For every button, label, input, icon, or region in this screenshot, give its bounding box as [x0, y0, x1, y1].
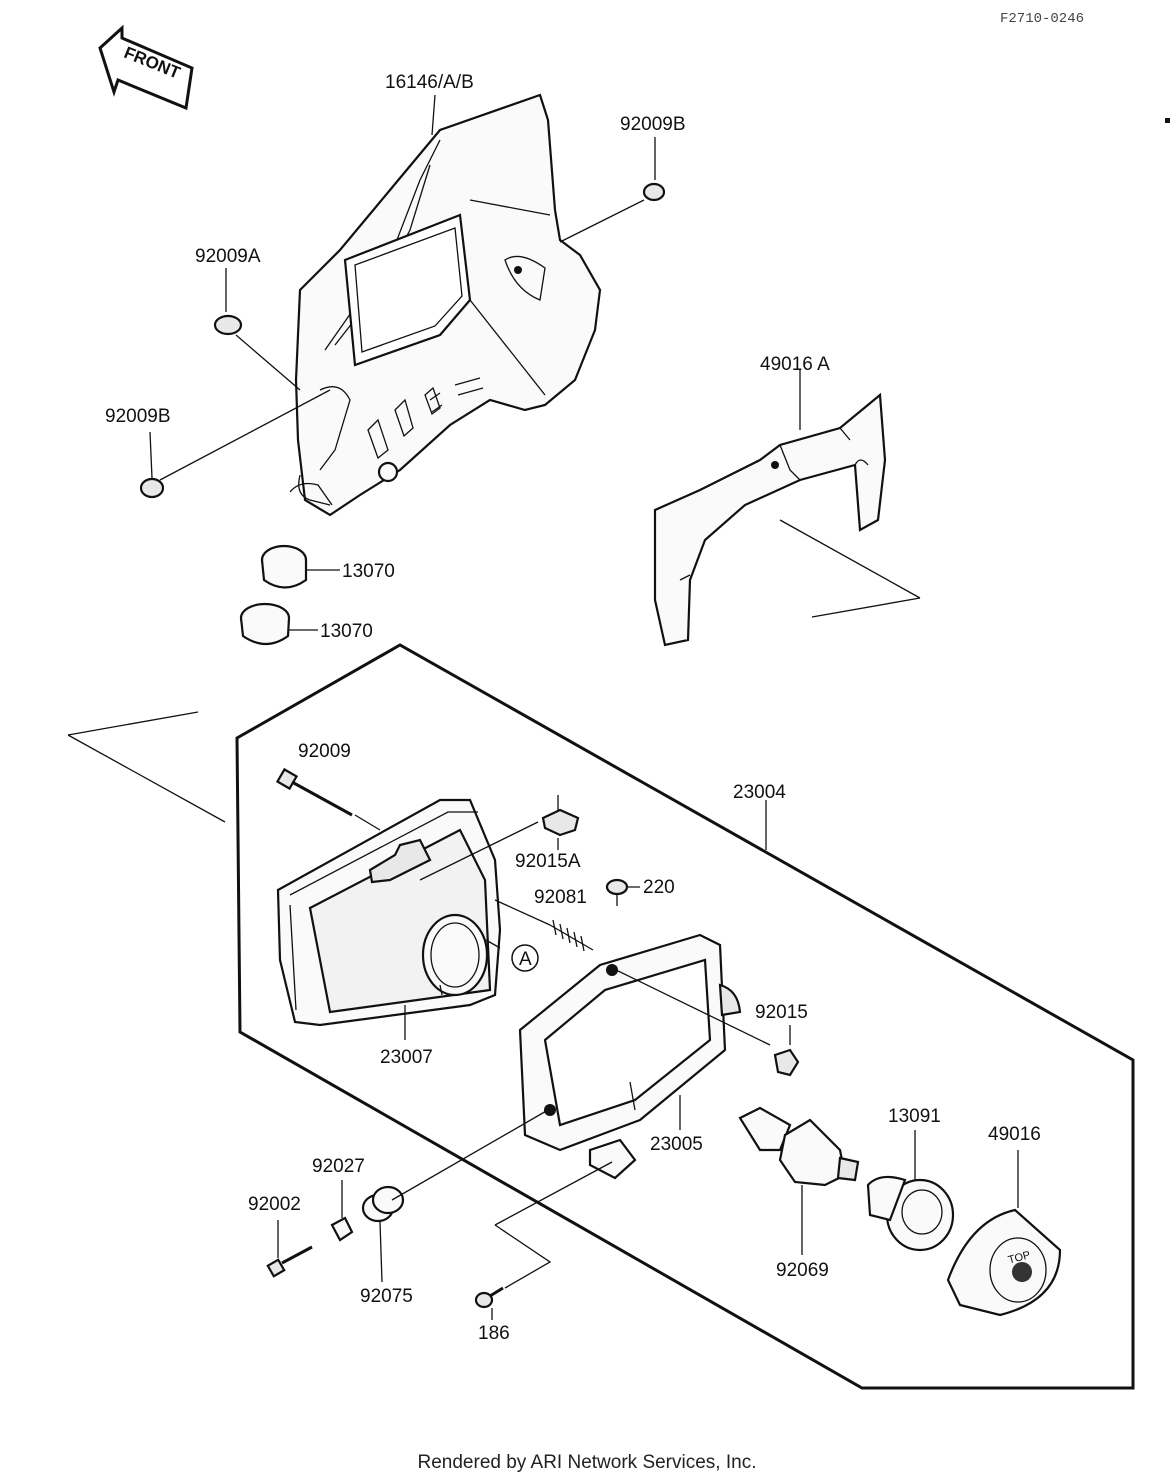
footer-credit: Rendered by ARI Network Services, Inc. — [417, 1452, 757, 1473]
nut-92015 — [773, 1025, 800, 1077]
headlight-cover — [289, 93, 602, 517]
reference-a-label: A — [519, 949, 532, 970]
screw-92009 — [275, 767, 381, 831]
diagram-code: F2710-0246 — [1000, 11, 1084, 27]
callout-92009b-left: 92009B — [105, 406, 171, 427]
bolt-186 — [474, 1161, 613, 1320]
callout-92009b-top: 92009B — [620, 114, 686, 135]
callout-13091: 13091 — [888, 1106, 941, 1127]
leader-16146 — [431, 94, 436, 136]
grommet-13070-upper — [260, 544, 340, 589]
callout-49016: 49016 — [988, 1124, 1041, 1145]
callout-92015: 92015 — [755, 1002, 808, 1023]
bolt-92002 — [266, 1220, 313, 1278]
callout-92009a: 92009A — [195, 246, 261, 267]
callout-23007: 23007 — [380, 1047, 433, 1068]
socket-cover-49016: TOP — [946, 1150, 1062, 1317]
screw-92009a — [213, 314, 301, 391]
socket-cap-top-text: TOP — [1007, 1249, 1032, 1266]
callout-23005: 23005 — [650, 1134, 703, 1155]
callout-16146: 16146/A/B — [385, 72, 474, 93]
grommet-92075 — [361, 1109, 549, 1283]
callout-13070-a: 13070 — [342, 561, 395, 582]
headlight-housing-23005 — [518, 933, 771, 1180]
assembly-23004-outline — [235, 643, 1135, 1390]
callout-92009: 92009 — [298, 741, 351, 762]
headlight-bracket-49016a — [653, 370, 921, 647]
screw-92009b-left — [139, 389, 331, 499]
callout-186: 186 — [478, 1323, 510, 1344]
front-direction-arrow-icon: FRONT — [98, 24, 194, 111]
socket-13091 — [866, 1130, 955, 1252]
bolt-220 — [605, 878, 640, 906]
callout-23004: 23004 — [733, 782, 786, 803]
callout-92075: 92075 — [360, 1286, 413, 1307]
scan-mark — [1165, 118, 1170, 123]
nut-92015a — [419, 795, 580, 881]
bulb-92069 — [738, 1106, 860, 1255]
callout-92027: 92027 — [312, 1156, 365, 1177]
spring-92081 — [494, 899, 594, 952]
collar-92027 — [330, 1180, 354, 1242]
reference-mark-a — [511, 944, 539, 972]
callout-92002: 92002 — [248, 1194, 301, 1215]
callout-13070-b: 13070 — [320, 621, 373, 642]
callout-92015a: 92015A — [515, 851, 581, 872]
headlight-unit-23007 — [276, 798, 502, 1027]
grommet-13070-lower — [239, 602, 318, 646]
screw-92009b-top — [559, 182, 666, 243]
assembly-leader — [67, 711, 226, 823]
callout-92081: 92081 — [534, 887, 587, 908]
callout-92069: 92069 — [776, 1260, 829, 1281]
callout-220: 220 — [643, 877, 675, 898]
callout-49016a: 49016 A — [760, 354, 830, 375]
